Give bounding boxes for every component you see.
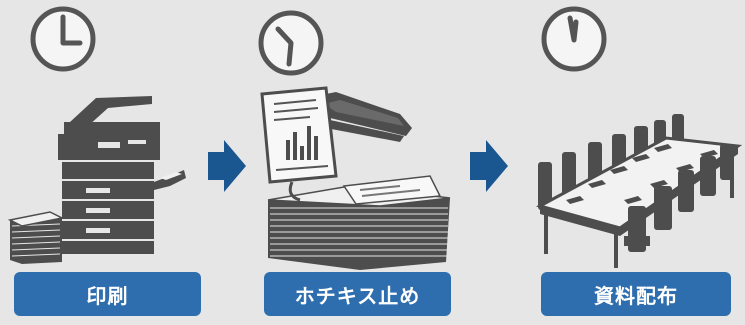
step-label-distribute: 資料配布 (541, 272, 731, 316)
clock-icon-middle (258, 10, 324, 76)
step-label-text: 印刷 (86, 283, 129, 308)
clock-icon-late (541, 6, 607, 72)
step-label-staple: ホチキス止め (264, 272, 451, 316)
arrow-right-icon (470, 140, 508, 192)
step-label-text: ホチキス止め (294, 283, 421, 308)
arrow-right-icon (208, 140, 246, 192)
stapler-icon (260, 86, 451, 270)
step-label-text: 資料配布 (594, 283, 678, 308)
copier-icon (7, 96, 186, 264)
step-label-print: 印刷 (14, 272, 201, 316)
clock-icon-start (30, 6, 96, 72)
chart-document-icon (260, 86, 338, 184)
meeting-table-icon (535, 114, 743, 268)
document-stack-icon (267, 175, 451, 270)
paper-stack-icon (7, 211, 65, 264)
